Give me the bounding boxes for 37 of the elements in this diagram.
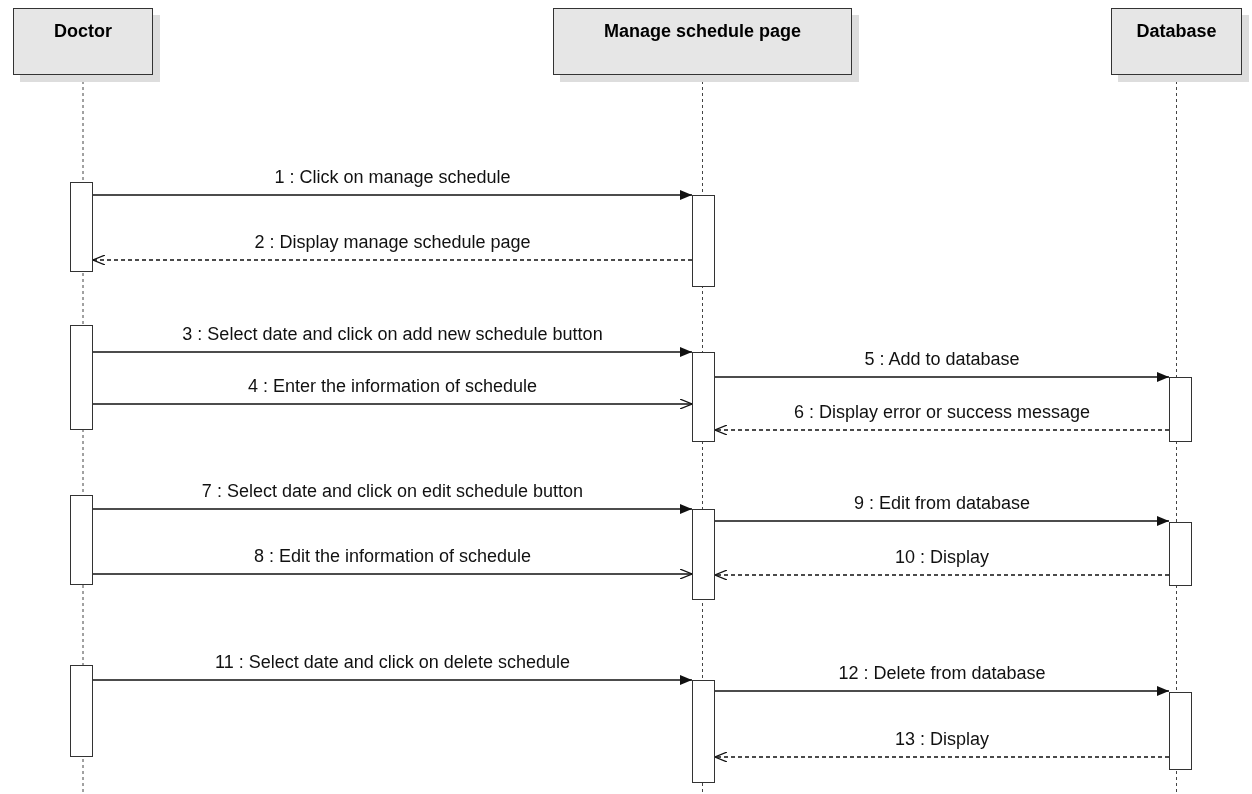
message-arrow [92, 568, 693, 580]
message-arrow [714, 372, 1170, 382]
activation-bar [692, 680, 715, 783]
activation-bar [692, 352, 715, 442]
activation-bar [692, 509, 715, 600]
message-arrow [714, 424, 1170, 436]
message-arrow [714, 569, 1170, 581]
message-arrow [714, 751, 1170, 763]
message-label: 12 : Delete from database [838, 663, 1046, 684]
message-arrow [92, 347, 693, 357]
message-label: 7 : Select date and click on edit schedule button [201, 481, 584, 502]
activation-bar [692, 195, 715, 287]
message-arrow [92, 504, 693, 514]
message-arrow [92, 398, 693, 410]
message-arrow [92, 675, 693, 685]
message-label: 2 : Display manage schedule page [254, 232, 531, 253]
activation-bar [70, 495, 93, 585]
message-arrow [714, 686, 1170, 696]
activation-bar [1169, 692, 1192, 770]
message-arrow [714, 516, 1170, 526]
message-label: 10 : Display [895, 547, 989, 568]
message-label: 9 : Edit from database [853, 493, 1031, 514]
activation-bar [70, 665, 93, 757]
message-label: 3 : Select date and click on add new schedule button [182, 324, 603, 345]
message-label: 4 : Enter the information of schedule [247, 376, 538, 397]
message-arrow [92, 190, 693, 200]
message-label: 5 : Add to database [864, 349, 1020, 370]
message-label: 11 : Select date and click on delete schedule [215, 652, 570, 673]
activation-bar [70, 182, 93, 272]
message-label: 8 : Edit the information of schedule [253, 546, 532, 567]
activation-bar [70, 325, 93, 430]
message-arrow [92, 254, 693, 266]
message-label: 1 : Click on manage schedule [274, 167, 511, 188]
activation-bar [1169, 522, 1192, 586]
message-label: 6 : Display error or success message [793, 402, 1091, 423]
message-label: 13 : Display [895, 729, 989, 750]
activation-bar [1169, 377, 1192, 442]
